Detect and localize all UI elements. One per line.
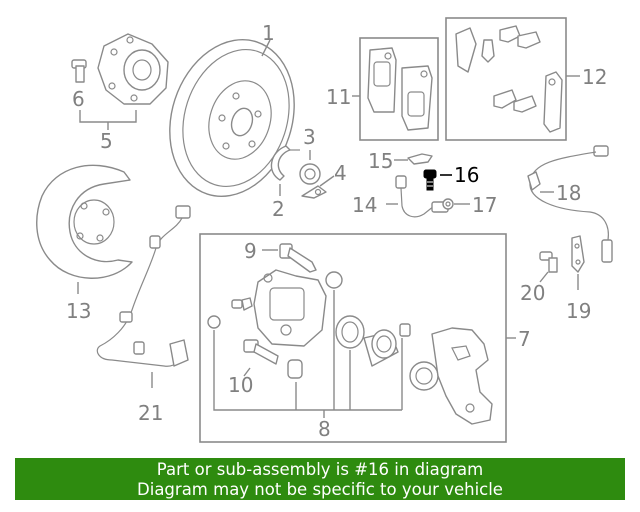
bushing xyxy=(399,323,411,337)
brake-pads xyxy=(367,47,433,131)
callout-3: 3 xyxy=(303,125,316,149)
callout-8: 8 xyxy=(318,417,331,441)
callout-21: 21 xyxy=(138,401,163,425)
washer xyxy=(442,198,454,210)
caliper-bracket xyxy=(431,327,493,425)
sensor-clip xyxy=(407,153,433,165)
piston-seal xyxy=(335,315,365,349)
callout-11: 11 xyxy=(326,85,351,109)
wheel-stud xyxy=(71,59,87,83)
callout-15: 15 xyxy=(368,149,393,173)
highlighted-bolt xyxy=(423,169,452,191)
retaining-clip xyxy=(301,185,327,199)
footer-line-2: Diagram may not be specific to your vehi… xyxy=(137,480,503,499)
guide-bolt xyxy=(243,339,279,365)
sensor-bracket xyxy=(571,235,585,273)
caliper-body xyxy=(253,269,327,347)
abs-harness xyxy=(96,205,191,367)
callout-5: 5 xyxy=(100,129,113,153)
callout-16: 16 xyxy=(454,163,479,187)
dust-boot xyxy=(409,361,439,391)
callout-20: 20 xyxy=(520,281,545,305)
callout-12: 12 xyxy=(582,65,607,89)
snap-ring xyxy=(270,145,300,181)
guide-pin xyxy=(279,243,317,273)
callout-6: 6 xyxy=(72,87,85,111)
sensor-bolt xyxy=(539,251,558,273)
callout-2: 2 xyxy=(272,197,285,221)
callout-19: 19 xyxy=(566,299,591,323)
callout-7: 7 xyxy=(518,327,531,351)
callout-14: 14 xyxy=(352,193,377,217)
dust-cap xyxy=(299,163,321,185)
footer-line-1: Part or sub-assembly is #16 in diagram xyxy=(156,460,484,479)
callout-10: 10 xyxy=(228,373,253,397)
callout-1: 1 xyxy=(262,21,275,45)
wheel-hub xyxy=(97,33,169,105)
speed-sensor xyxy=(527,145,613,263)
footer-banner: Part or sub-assembly is #16 in diagram D… xyxy=(15,458,625,500)
brake-rotor xyxy=(169,38,295,198)
callout-18: 18 xyxy=(556,181,581,205)
pin-boot xyxy=(287,359,303,379)
pads-box xyxy=(359,37,439,141)
hardware-box xyxy=(445,17,567,141)
bleeder-cap xyxy=(207,315,221,329)
callout-4: 4 xyxy=(334,161,347,185)
callout-13: 13 xyxy=(66,299,91,323)
callout-9: 9 xyxy=(244,239,257,263)
small-boot xyxy=(325,271,343,289)
wear-sensor xyxy=(395,175,449,218)
caliper-piston xyxy=(363,329,399,367)
callout-17: 17 xyxy=(472,193,497,217)
dust-shield xyxy=(36,164,133,279)
pad-hardware-kit xyxy=(455,25,563,133)
bleeder-screw xyxy=(231,297,253,311)
